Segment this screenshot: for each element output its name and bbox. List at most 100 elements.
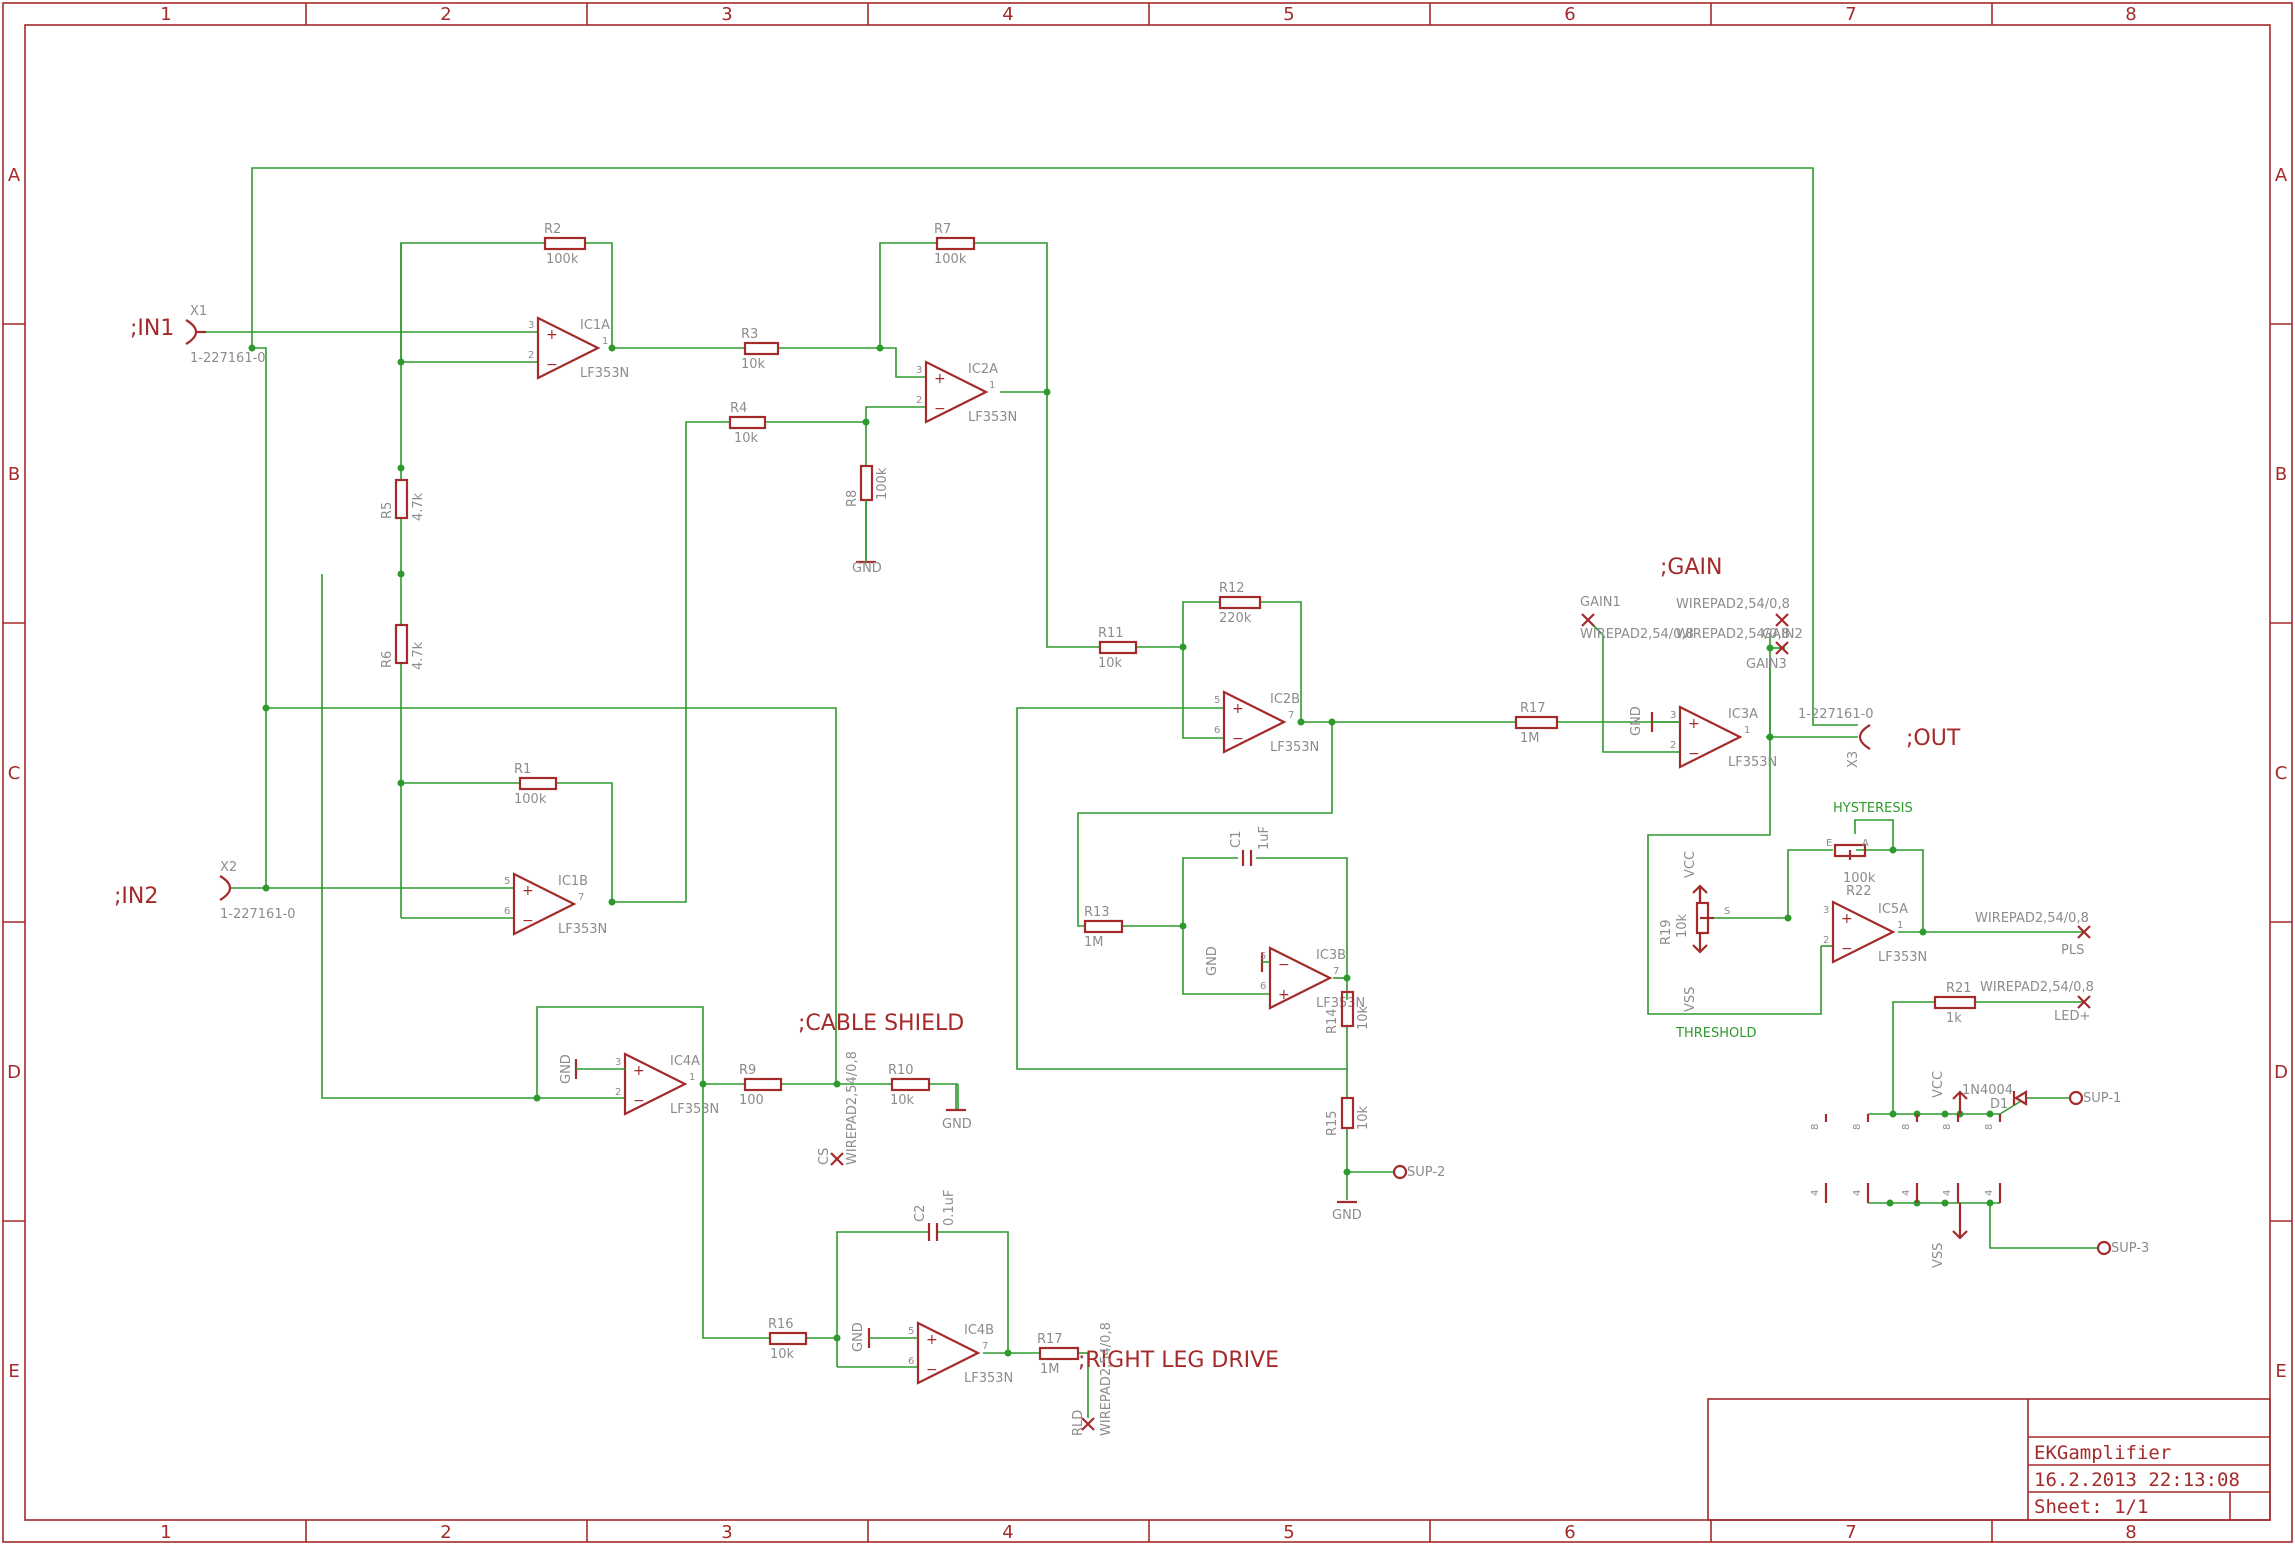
vcc-label: VCC bbox=[1683, 851, 1698, 878]
sup3-label: SUP-3 bbox=[2111, 1241, 2149, 1256]
resistor-r9-value: 100 bbox=[739, 1093, 764, 1108]
gnd-label: GND bbox=[1205, 946, 1220, 976]
pin-label: 4 bbox=[1901, 1190, 1912, 1196]
pin-label: 2 bbox=[1823, 935, 1829, 946]
opamp-ic3a-value: LF353N bbox=[1728, 755, 1777, 770]
opamp-ic4a-value: LF353N bbox=[670, 1102, 719, 1117]
title-block: EKGamplifier 16.2.2013 22:13:08 Sheet: 1… bbox=[1707, 1398, 2271, 1521]
row-label: C bbox=[8, 763, 21, 784]
opamp-ic1a: + − IC1A LF353N bbox=[536, 316, 629, 381]
opamp-ic1a-value: LF353N bbox=[580, 366, 629, 381]
gnd-label: GND bbox=[1629, 706, 1644, 736]
gnd-r10: GND bbox=[942, 1108, 972, 1132]
potentiometer-r22: R22 100k bbox=[1833, 843, 1876, 899]
resistor-r8: R8 100k bbox=[845, 464, 890, 507]
resistor-r1: R1 100k bbox=[514, 762, 558, 807]
resistor-r12-value: 220k bbox=[1219, 611, 1252, 626]
gnd-label: GND bbox=[852, 561, 882, 576]
resistor-r17: R17 1M bbox=[1037, 1332, 1080, 1377]
potentiometer-r19-value: 10k bbox=[1675, 913, 1690, 938]
resistor-r21-value: 1k bbox=[1946, 1011, 1962, 1026]
pin-label: 8 bbox=[1852, 1124, 1863, 1130]
pin-label: 5 bbox=[908, 1326, 914, 1337]
frame-column-labels-top: 1 2 3 4 5 6 7 8 bbox=[160, 4, 2136, 25]
pin-label: 3 bbox=[916, 365, 922, 376]
resistor-r6-name: R6 bbox=[380, 651, 395, 668]
resistor-r18: R17 1M bbox=[1514, 701, 1559, 746]
vss-label: VSS bbox=[1931, 1243, 1946, 1268]
pin-label: 7 bbox=[578, 892, 584, 903]
resistor-r16: R16 10k bbox=[768, 1317, 808, 1362]
svg-text:−: − bbox=[1278, 957, 1290, 973]
pad-cs-name: CS bbox=[817, 1148, 832, 1165]
opamp-ic4a-name: IC4A bbox=[670, 1054, 700, 1069]
svg-text:+: + bbox=[1278, 987, 1290, 1003]
pin-label: 8 bbox=[1942, 1124, 1953, 1130]
resistor-r15: R15 10k bbox=[1325, 1096, 1371, 1136]
svg-text:−: − bbox=[1841, 941, 1853, 957]
opamp-ic2a-value: LF353N bbox=[968, 410, 1017, 425]
pin-label: E bbox=[1826, 838, 1832, 849]
svg-text:+: + bbox=[633, 1063, 645, 1079]
resistor-r11: R11 10k bbox=[1098, 626, 1138, 671]
frame-row-labels-left: A B C D E bbox=[7, 165, 21, 1382]
resistor-r5: R5 4.7k bbox=[380, 478, 426, 521]
pad-led-name: LED+ bbox=[2054, 1009, 2090, 1024]
opamp-ic2b-name: IC2B bbox=[1270, 692, 1300, 707]
pin-label: 2 bbox=[1670, 740, 1676, 751]
gnd-ic3a: GND bbox=[1629, 706, 1680, 736]
pad-gain1: GAIN1 WIREPAD2,54/0,8 bbox=[1580, 595, 1694, 642]
pad-cs: CS WIREPAD2,54/0,8 bbox=[817, 1051, 860, 1166]
resistor-r14-value: 10k bbox=[1356, 1005, 1371, 1030]
pad-pls-value: WIREPAD2,54/0,8 bbox=[1975, 911, 2089, 926]
pad-gain1-name: GAIN1 bbox=[1580, 595, 1621, 610]
resistor-r14: R14 10k bbox=[1325, 990, 1371, 1034]
opamp-ic3a: + − IC3A LF353N bbox=[1678, 705, 1777, 770]
diode-d1: D1 1N4004 bbox=[1962, 1083, 2028, 1112]
resistor-r4: R4 10k bbox=[728, 401, 767, 446]
resistor-r3: R3 10k bbox=[741, 327, 780, 372]
supply-pad-sup3: SUP-3 bbox=[2096, 1240, 2149, 1256]
resistor-r13: R13 1M bbox=[1083, 905, 1124, 950]
title-block-name: EKGamplifier bbox=[2034, 1442, 2171, 1464]
resistor-r4-name: R4 bbox=[730, 401, 747, 416]
wires bbox=[196, 167, 2100, 1418]
column-label: 1 bbox=[160, 4, 171, 25]
supply-pad-sup1: SUP-1 bbox=[2068, 1090, 2121, 1106]
connector-x3: 1-227161-0 X3 bbox=[1798, 707, 1874, 768]
capacitor-c2-value: 0.1uF bbox=[942, 1190, 957, 1226]
pin-label: 8 bbox=[1901, 1124, 1912, 1130]
resistor-r17-value: 1M bbox=[1040, 1362, 1060, 1377]
opamp-ic2b-value: LF353N bbox=[1270, 740, 1319, 755]
connector-x3-name: X3 bbox=[1846, 751, 1861, 768]
resistor-r11-name: R11 bbox=[1098, 626, 1124, 641]
opamp-ic3b: − + IC3B LF353N bbox=[1268, 946, 1365, 1011]
resistor-r15-name: R15 bbox=[1325, 1110, 1340, 1136]
resistor-r6: R6 4.7k bbox=[380, 623, 426, 670]
potentiometer-r19: R19 10k bbox=[1659, 901, 1714, 945]
group-label-hysteresis: HYSTERESIS bbox=[1833, 801, 1913, 816]
capacitor-c1-name: C1 bbox=[1229, 831, 1244, 848]
column-label: 5 bbox=[1283, 1522, 1294, 1543]
connector-x1-value: 1-227161-0 bbox=[190, 351, 266, 366]
resistor-r2: R2 100k bbox=[543, 222, 587, 267]
pad-pls: WIREPAD2,54/0,8 PLS bbox=[1975, 911, 2091, 958]
column-label: 3 bbox=[721, 1522, 732, 1543]
pin-numbers: 3 2 1 5 6 7 3 2 1 5 6 7 3 2 1 5 6 7 3 2 … bbox=[504, 320, 1903, 1367]
pin-label: 5 bbox=[504, 876, 510, 887]
pin-label: 8 bbox=[1984, 1124, 1995, 1130]
pin-label: 4 bbox=[1942, 1190, 1953, 1196]
resistor-r7: R7 100k bbox=[934, 222, 976, 267]
resistor-r3-name: R3 bbox=[741, 327, 758, 342]
potentiometer-r22-value: 100k bbox=[1843, 871, 1876, 886]
gnd-ic4b: GND bbox=[851, 1322, 918, 1352]
opamp-ic1b: + − IC1B LF353N bbox=[512, 872, 607, 937]
resistor-r2-value: 100k bbox=[546, 252, 579, 267]
pin-label: 4 bbox=[1984, 1190, 1995, 1196]
resistor-r12: R12 220k bbox=[1218, 581, 1262, 626]
group-label-threshold: THRESHOLD bbox=[1675, 1026, 1756, 1041]
svg-text:+: + bbox=[1688, 716, 1700, 732]
resistor-r18-name: R17 bbox=[1520, 701, 1546, 716]
capacitor-c1-value: 1uF bbox=[1257, 826, 1272, 850]
